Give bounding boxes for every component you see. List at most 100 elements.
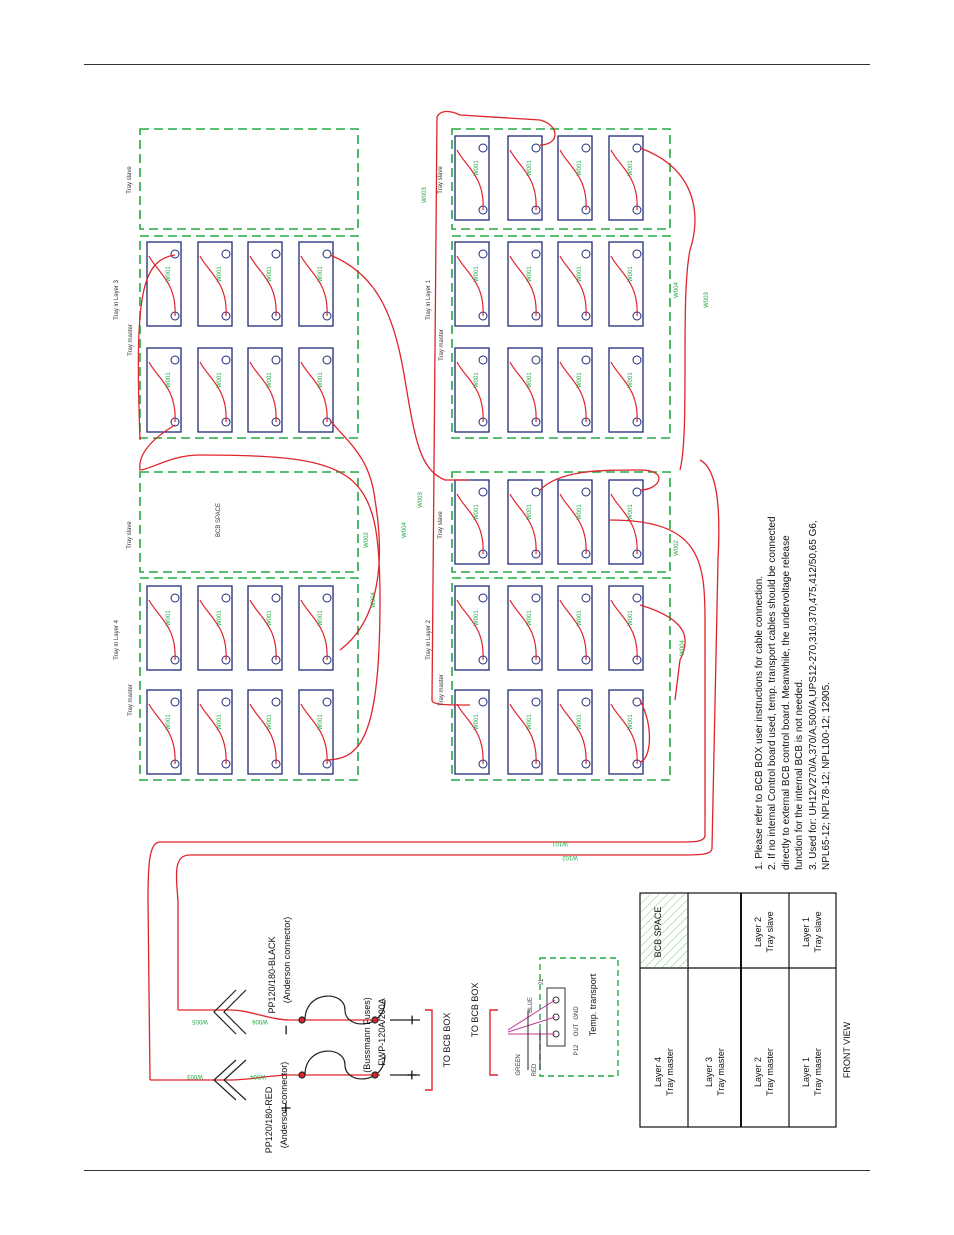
negative-terminal <box>478 697 488 707</box>
battery-block <box>146 585 182 671</box>
minus-sign: − <box>276 1025 296 1036</box>
negative-terminal <box>632 143 642 153</box>
negative-terminal <box>632 593 642 603</box>
jumper-cable <box>249 599 277 661</box>
jumper-cable <box>559 599 587 661</box>
negative-terminal <box>581 143 591 153</box>
jumper-cable <box>148 599 176 661</box>
w001-label: W001 <box>628 714 634 730</box>
w001-label: W001 <box>474 160 480 176</box>
jumper-cable <box>509 703 537 765</box>
jumper-cable <box>509 493 537 555</box>
battery-block <box>197 241 233 327</box>
w001-label: W001 <box>474 610 480 626</box>
negative-terminal <box>322 249 332 259</box>
table-left-cell: Tray master <box>716 1048 726 1096</box>
battery-block <box>146 241 182 327</box>
table-right-cell: BCB SPACE <box>653 907 663 958</box>
table-left-cell: Layer 3 <box>704 1057 714 1087</box>
w005-label: W005 <box>192 1018 208 1024</box>
plus-sign: + <box>402 1070 422 1081</box>
jumper-cable <box>148 361 176 423</box>
jumper-cable <box>249 703 277 765</box>
table-left-cell: Tray master <box>765 1048 775 1096</box>
battery-block <box>247 347 283 433</box>
jumper-cable <box>610 599 638 661</box>
tray-slave-label: Tray slave <box>438 166 444 194</box>
w004-label: W004 <box>402 522 408 538</box>
w004-label: W004 <box>371 592 377 608</box>
negative-terminal <box>478 593 488 603</box>
w001-label: W001 <box>474 266 480 282</box>
negative-terminal <box>478 143 488 153</box>
fuse-label: FWP-120A/200A <box>377 998 387 1066</box>
out-label: OUT <box>574 1023 580 1036</box>
note-line: 1. Please refer to BCB BOX user instruct… <box>754 576 765 870</box>
w001-label: W001 <box>628 372 634 388</box>
battery-block <box>608 585 644 671</box>
w006-label: W006 <box>252 1018 268 1024</box>
tray-in-layer-3-label: Tray in Layer 3 <box>114 279 120 319</box>
jumper-cable <box>300 703 328 765</box>
bcb-space-label: BCB SPACE <box>216 503 222 537</box>
battery-block <box>454 585 490 671</box>
w002-label: W002 <box>364 532 370 548</box>
w001-label: W001 <box>217 610 223 626</box>
red-cables <box>137 110 720 1081</box>
w004-label: W004 <box>680 640 686 656</box>
w001-label: W001 <box>527 372 533 388</box>
w001-label: W001 <box>527 610 533 626</box>
jumper-cable <box>199 255 227 317</box>
battery-block <box>454 241 490 327</box>
to-bcb-box-label: TO BCB BOX <box>442 1013 452 1068</box>
front-view-caption: FRONT VIEW <box>842 1021 852 1078</box>
negative-terminal <box>581 249 591 259</box>
to-bcb-box-label: TO BCB BOX <box>470 983 480 1038</box>
w001-label: W001 <box>166 372 172 388</box>
battery-block <box>608 347 644 433</box>
negative-terminal <box>271 593 281 603</box>
w001-label: W001 <box>267 714 273 730</box>
tray-master-label: Tray master <box>439 674 445 706</box>
jumper-cable <box>456 703 484 765</box>
w001-label: W001 <box>318 266 324 282</box>
negative-terminal <box>271 355 281 365</box>
battery-block <box>507 135 543 221</box>
jumper-cable <box>300 361 328 423</box>
anderson-label: (Anderson connector) <box>282 917 292 1004</box>
battery-block <box>197 689 233 775</box>
jumper-cable <box>610 703 638 765</box>
w001-label: W001 <box>527 504 533 520</box>
negative-terminal <box>531 593 541 603</box>
w001-label: W001 <box>166 714 172 730</box>
anderson-connectors <box>213 989 247 1101</box>
negative-terminal <box>322 593 332 603</box>
w001-label: W001 <box>318 372 324 388</box>
negative-terminal <box>531 249 541 259</box>
jumper-cable <box>610 149 638 211</box>
tray-master-label: Tray master <box>439 329 445 361</box>
w003-label: W003 <box>704 292 710 308</box>
minus-sign: − <box>402 1015 422 1026</box>
pp-red-label: PP120/180-RED <box>264 1086 274 1153</box>
w001-label: W001 <box>577 610 583 626</box>
jumper-cable <box>456 149 484 211</box>
battery-block <box>146 347 182 433</box>
negative-terminal <box>581 697 591 707</box>
note-line: 2. If no internal Control board used, te… <box>767 516 778 870</box>
top-rule <box>84 64 870 65</box>
temp-transport-label: Temp. transport <box>588 973 598 1036</box>
w001-label: W001 <box>318 610 324 626</box>
battery-block <box>197 347 233 433</box>
table-right-cell: Layer 2 <box>753 917 763 947</box>
battery-block <box>298 241 334 327</box>
jumper-cable <box>509 149 537 211</box>
battery-block <box>557 479 593 565</box>
negative-terminal <box>170 593 180 603</box>
note-line: function for the internal BCB is not nee… <box>794 679 805 870</box>
jumper-cable <box>559 493 587 555</box>
jumper-cable <box>148 255 176 317</box>
w001-label: W001 <box>577 372 583 388</box>
jumper-cable <box>456 599 484 661</box>
negative-terminal <box>221 697 231 707</box>
